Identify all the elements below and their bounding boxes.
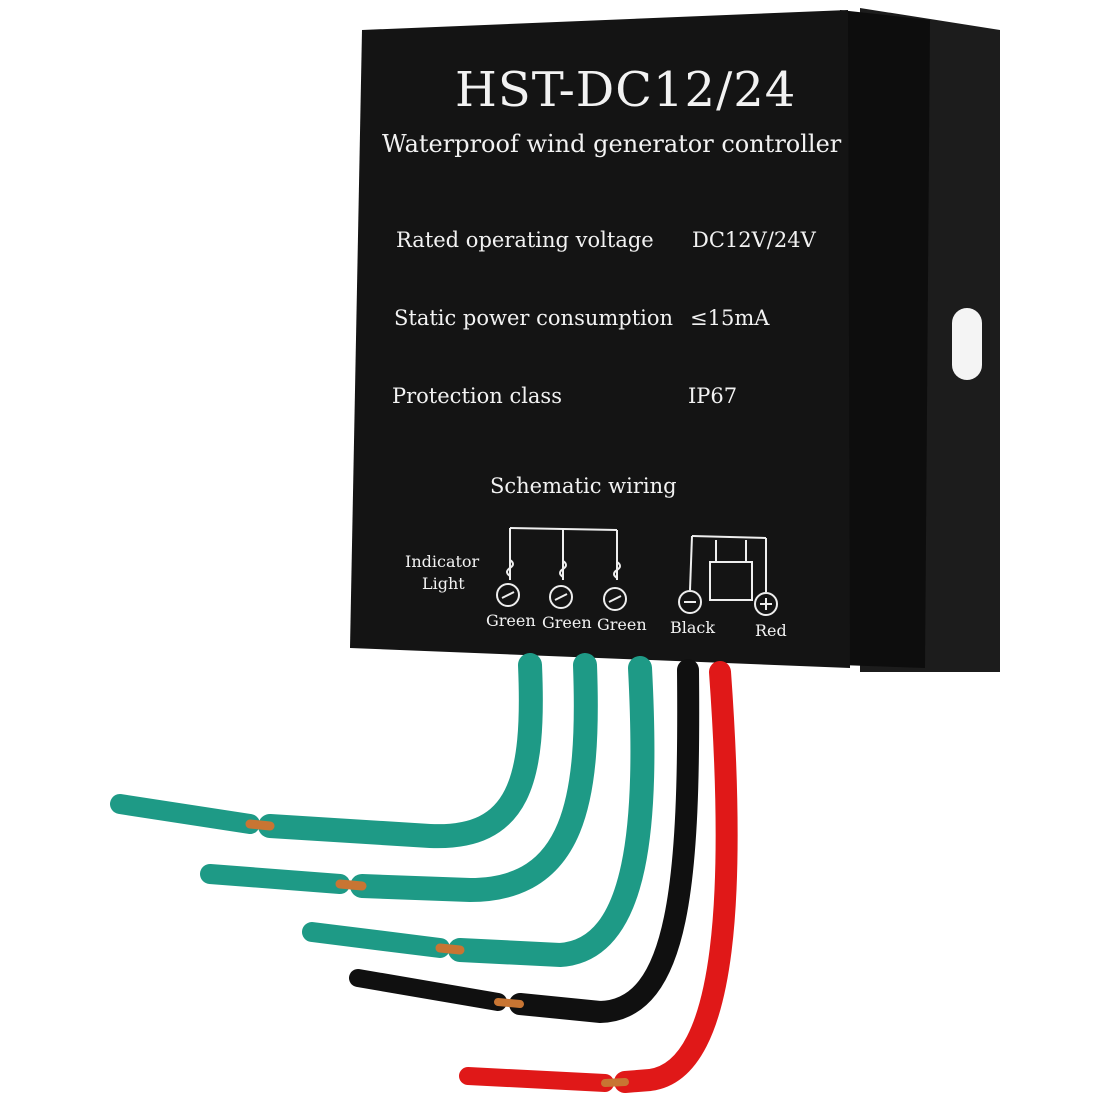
wire-green-2-end (200, 864, 350, 894)
spec-value-power: ≤15mA (690, 306, 770, 330)
wire-black (509, 659, 700, 1024)
wire-black-end (349, 969, 507, 1011)
wire-bundle (110, 653, 738, 1093)
wire-green-3-end (302, 922, 450, 958)
spec-label-protection: Protection class (392, 384, 562, 408)
mounting-slot (952, 308, 982, 380)
wire-label-green-1: Green (486, 611, 536, 630)
spec-value-protection: IP67 (688, 384, 738, 408)
wire-label-green-3: Green (597, 615, 647, 634)
indicator-label-line2: Light (422, 574, 465, 593)
spec-value-voltage: DC12V/24V (692, 228, 816, 252)
wire-black-copper (494, 998, 524, 1008)
spec-label-power: Static power consumption (394, 306, 674, 330)
spec-label-voltage: Rated operating voltage (396, 228, 654, 252)
wire-green-1-copper (245, 819, 275, 831)
product-subtitle: Waterproof wind generator controller (382, 130, 842, 158)
indicator-label-line1: Indicator (405, 552, 480, 571)
housing-front (350, 10, 850, 668)
wire-label-green-2: Green (542, 613, 592, 632)
wire-red-copper (601, 1078, 629, 1087)
wire-red (614, 661, 738, 1093)
wire-label-black: Black (670, 618, 716, 637)
housing-side (840, 10, 930, 668)
wire-green-2-copper (335, 879, 367, 891)
wire-green-2 (350, 653, 598, 903)
wire-label-red: Red (755, 621, 787, 640)
wire-green-1 (258, 653, 543, 849)
wire-green-3-copper (435, 943, 465, 955)
schematic-diagram (496, 527, 778, 616)
schematic-title: Schematic wiring (490, 474, 677, 498)
wire-green-1-end (110, 794, 260, 834)
model-title: HST-DC12/24 (455, 62, 797, 118)
wire-red-end (459, 1067, 614, 1092)
wire-green-3 (448, 656, 655, 968)
